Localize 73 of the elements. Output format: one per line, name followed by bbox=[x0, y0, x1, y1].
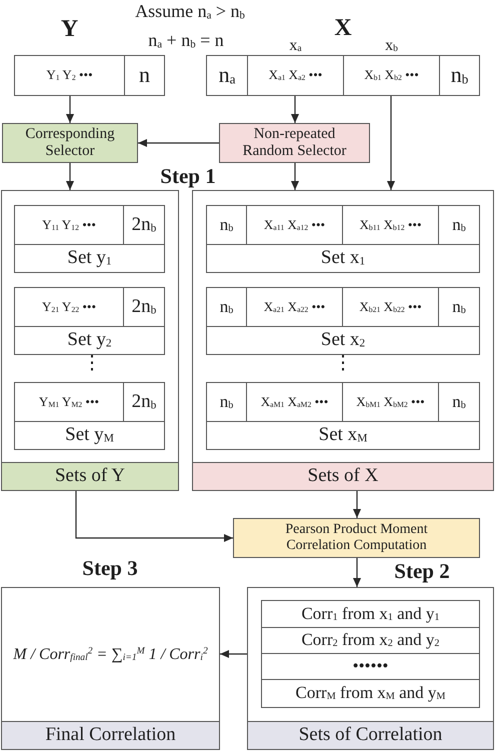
arrow bbox=[138, 138, 219, 148]
arrow bbox=[66, 96, 74, 123]
footer-band: Sets of X bbox=[193, 462, 493, 490]
set-name: Set x$_{2}$ bbox=[320, 330, 366, 351]
table-cell: n$_{b}$ bbox=[439, 55, 480, 96]
array-heading: X bbox=[334, 14, 352, 42]
set-name: Set y$_{2}$ bbox=[67, 330, 112, 351]
ellipsis-mark: ⋮ bbox=[334, 353, 352, 375]
table-cell: n bbox=[124, 55, 165, 96]
list-box bbox=[261, 600, 480, 708]
process-box: Corresponding Selector bbox=[2, 123, 138, 163]
note-text: Assume n$_{a}$ > n$_{b}$ bbox=[135, 1, 245, 22]
result-panel bbox=[1, 587, 220, 750]
arrow bbox=[290, 96, 300, 123]
table-cell: Y$_{11}$ Y$_{12}$ ••• bbox=[15, 206, 124, 245]
table-cell: X$_{a21}$ X$_{a22}$ ••• bbox=[247, 288, 343, 327]
set-box bbox=[206, 287, 480, 355]
table-cell: Y$_{21}$ Y$_{22}$ ••• bbox=[15, 288, 124, 327]
footer-band: Sets of Correlation bbox=[248, 721, 493, 749]
step-label: Step 3 bbox=[82, 556, 138, 580]
table-cell: n$_{b}$ bbox=[439, 206, 479, 245]
arrow bbox=[352, 558, 362, 587]
set-name: Set y$_{1}$ bbox=[67, 248, 112, 269]
set-box bbox=[14, 287, 165, 355]
table-cell: n$_{b}$ bbox=[207, 383, 247, 422]
table-cell: n$_{b}$ bbox=[207, 288, 247, 327]
table-cell: X$_{b1}$ X$_{b2}$ ••• bbox=[343, 55, 440, 96]
table-cell: X$_{a1}$ X$_{a2}$ ••• bbox=[247, 55, 344, 96]
arrow bbox=[66, 163, 74, 190]
table-cell: 2n$_{b}$ bbox=[124, 288, 164, 327]
step-label: Step 1 bbox=[160, 164, 216, 188]
equation-text: n$_{a}$ + n$_{b}$ = n bbox=[148, 30, 224, 51]
arrow bbox=[386, 96, 396, 190]
footer-band: Sets of Y bbox=[2, 462, 178, 490]
table-cell: X$_{aM1}$ X$_{aM2}$ ••• bbox=[247, 383, 343, 422]
list-row-text: Corr$_{M}$ from x$_{M}$ and y$_{M}$ bbox=[294, 682, 446, 704]
array-heading: Y bbox=[60, 16, 78, 42]
table-cell: n$_{b}$ bbox=[439, 383, 479, 422]
set-box bbox=[206, 382, 480, 450]
list-row: Corr$_{2}$ from x$_{2}$ and y$_{2}$ bbox=[262, 628, 479, 654]
ellipsis-mark: ⋮ bbox=[82, 353, 102, 375]
list-row: •••••• bbox=[262, 654, 479, 680]
table-cell: n$_{b}$ bbox=[439, 288, 479, 327]
group-panel bbox=[247, 587, 494, 750]
column-heading: x$_{a}$ bbox=[289, 37, 302, 55]
set-box bbox=[14, 382, 165, 450]
table-cell: Y$_{1}$ Y$_{2}$ ••• bbox=[14, 55, 125, 96]
process-box: Pearson Product Moment Correlation Computation bbox=[233, 518, 480, 558]
process-box: Non-repeated Random Selector bbox=[219, 123, 370, 163]
arrow bbox=[352, 491, 362, 518]
group-panel bbox=[1, 190, 179, 491]
set-name: Set x$_{M}$ bbox=[318, 425, 368, 446]
footer-band: Final Correlation bbox=[2, 721, 219, 749]
step-label: Step 2 bbox=[394, 559, 450, 584]
table-cell: 2n$_{b}$ bbox=[124, 206, 164, 245]
table-cell: n$_{a}$ bbox=[206, 55, 248, 96]
list-row: Corr$_{1}$ from x$_{1}$ and y$_{1}$ bbox=[262, 601, 479, 628]
table-cell: X$_{a11}$ X$_{a12}$ ••• bbox=[247, 206, 343, 245]
table-cell: X$_{b11}$ X$_{b12}$ ••• bbox=[343, 206, 439, 245]
set-box bbox=[14, 205, 165, 273]
group-panel bbox=[192, 190, 494, 491]
table-cell: n$_{b}$ bbox=[207, 206, 247, 245]
arrow bbox=[290, 163, 300, 190]
set-name: Set y$_{M}$ bbox=[65, 425, 114, 446]
table-cell: X$_{b21}$ X$_{b22}$ ••• bbox=[343, 288, 439, 327]
table-cell: 2n$_{b}$ bbox=[124, 383, 164, 422]
arrow bbox=[220, 650, 247, 658]
arrow bbox=[75, 491, 233, 542]
set-box bbox=[206, 205, 480, 273]
table-cell: Y$_{M1}$ Y$_{M2}$ ••• bbox=[15, 383, 124, 422]
set-name: Set x$_{1}$ bbox=[320, 248, 366, 269]
column-heading: x$_{b}$ bbox=[385, 37, 398, 55]
table-cell: X$_{bM1}$ X$_{bM2}$ ••• bbox=[343, 383, 439, 422]
